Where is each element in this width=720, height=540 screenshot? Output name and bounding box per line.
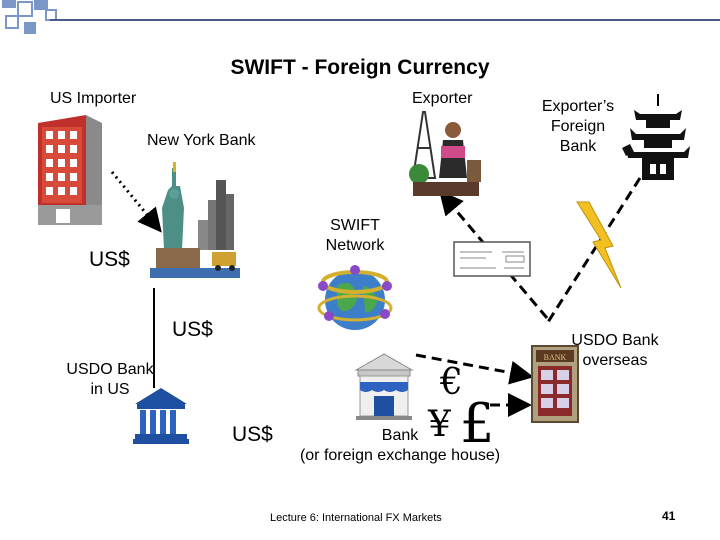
bank-building-icon [133, 388, 189, 444]
statue-of-liberty-icon [150, 162, 240, 278]
page-number: 41 [662, 509, 676, 523]
bank-door-icon: BANK [531, 345, 579, 423]
tourist-exporter-icon [409, 111, 481, 196]
usdo-bank-overseas-label: USDO Bank overseas [571, 332, 659, 369]
slide-title: SWIFT - Foreign Currency [230, 56, 490, 79]
us-dollar-label-3: US$ [232, 423, 273, 446]
top-rule [50, 19, 720, 21]
pagoda-icon [622, 94, 690, 180]
yen-symbol: ¥ [428, 404, 451, 445]
us-dollar-label-2: US$ [172, 318, 213, 341]
euro-symbol: € [440, 362, 463, 403]
globe-network-icon [317, 265, 393, 330]
arrow-fxbank-to-overseas [415, 353, 534, 385]
us-dollar-label-1: US$ [89, 248, 130, 271]
exporter-label: Exporter [412, 90, 473, 107]
svg-text:BANK: BANK [544, 353, 567, 362]
lightning-icon [576, 201, 622, 289]
check-document-icon [453, 241, 531, 277]
us-importer-label: US Importer [50, 90, 137, 107]
footer-lecture: Lecture 6: International FX Markets [270, 512, 442, 524]
office-building-icon [38, 115, 102, 225]
bank-fx-house-label: Bank (or foreign exchange house) [299, 427, 501, 464]
exporters-foreign-bank-label: Exporter’s Foreign Bank [541, 98, 615, 155]
pound-symbol: £ [460, 392, 495, 455]
bank-awning-icon [354, 353, 414, 420]
usdo-bank-us-label: USDO Bank in US [66, 361, 154, 398]
corner-decoration [2, 0, 57, 34]
arrow-foreignbank-to-overseas [546, 177, 642, 323]
new-york-bank-label: New York Bank [147, 132, 256, 149]
arrow-importer-to-nybank [110, 171, 162, 233]
swift-network-label: SWIFT Network [325, 217, 385, 254]
